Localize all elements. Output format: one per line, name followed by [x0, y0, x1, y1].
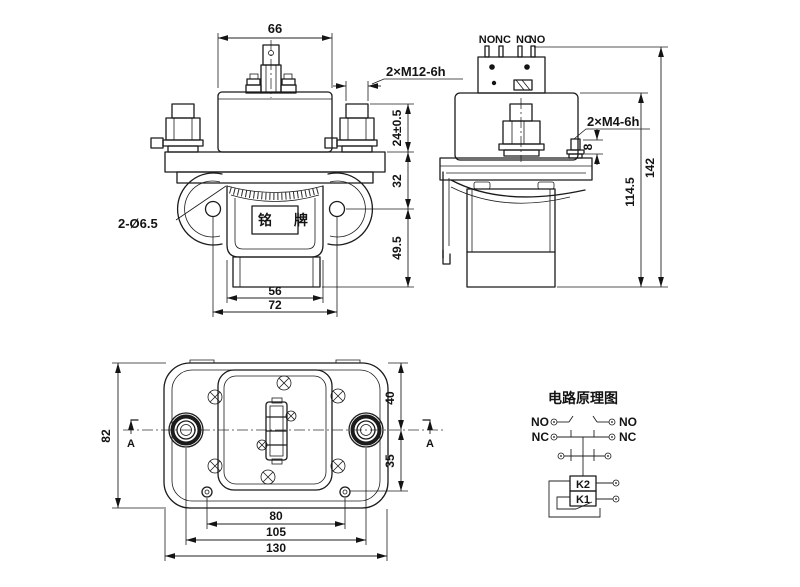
side-lower-body — [466, 188, 556, 288]
bottom-view: A A 82 40 35 80 105 130 — [99, 359, 443, 561]
blade-hole — [268, 50, 274, 56]
circuit-label-no-right: NO — [619, 415, 637, 429]
dim-82: 82 — [99, 429, 113, 443]
circuit-title: 电路原理图 — [548, 390, 618, 406]
coil-wiring — [548, 480, 613, 518]
mounting-hole-right — [328, 200, 346, 218]
section-marker-right: A — [422, 419, 434, 450]
mounting-flange — [164, 151, 386, 173]
left-power-stud — [150, 103, 204, 153]
dim-40: 40 — [383, 391, 397, 405]
side-bracket — [442, 171, 586, 265]
pin-label-no-1: NO — [479, 34, 496, 46]
front-view: 铭 牌 66 2×M12-6h 24±0.5 32 49.5 2-Ø6.5 — [118, 21, 463, 317]
dim-105: 105 — [266, 525, 286, 539]
callout-m4: 2×M4-6h — [587, 114, 639, 129]
side-body — [454, 92, 579, 161]
section-label-a-left: A — [127, 438, 135, 450]
dim-35: 35 — [383, 454, 397, 468]
dim-32: 32 — [390, 174, 404, 188]
pin-label-no-2: NO — [529, 34, 546, 46]
coil-k1-label: K1 — [576, 494, 590, 506]
circuit-label-no-left: NO — [531, 415, 549, 429]
nameplate-frame — [251, 205, 299, 235]
callout-hole: 2-Ø6.5 — [118, 216, 158, 231]
phillips-screws — [207, 375, 346, 485]
circuit-label-nc-left: NC — [532, 430, 550, 444]
dim-66: 66 — [268, 21, 282, 36]
main-body — [217, 91, 333, 153]
terminal-stem — [260, 64, 282, 94]
side-flange — [439, 157, 593, 181]
bottom-outline — [163, 362, 389, 509]
circuit-wiring — [557, 415, 609, 476]
dim-8: 8 — [581, 143, 595, 150]
section-label-a-right: A — [426, 438, 434, 450]
pin-hole-right — [339, 486, 351, 498]
coil-k2-label: K2 — [576, 479, 590, 491]
dim-49-5: 49.5 — [390, 236, 404, 260]
pin-label-nc-1: NC — [495, 34, 511, 46]
aux-terminal-block — [477, 56, 546, 94]
dim-80: 80 — [269, 509, 283, 523]
dim-24: 24±0.5 — [390, 109, 404, 146]
connector-strip — [265, 397, 288, 465]
left-ear — [177, 172, 223, 246]
dim-72: 72 — [268, 298, 282, 312]
circuit-schematic: 电路原理图 NO NC NO NC K2 — [531, 390, 637, 518]
nameplate-label: 铭 牌 — [258, 212, 317, 228]
dim-114-5: 114.5 — [623, 177, 637, 207]
section-marker-left: A — [127, 419, 139, 450]
side-view: NO NC NC NO — [439, 34, 668, 288]
dim-142: 142 — [643, 158, 657, 178]
dim-56: 56 — [268, 284, 282, 298]
serration-band — [229, 186, 321, 200]
right-power-stud — [324, 103, 378, 153]
circuit-label-nc-right: NC — [619, 430, 637, 444]
pin-hole-left — [201, 486, 213, 498]
callout-m12: 2×M12-6h — [386, 64, 446, 79]
boss-right — [348, 412, 384, 448]
mounting-hole-left — [204, 200, 222, 218]
boss-left — [168, 412, 204, 448]
dim-130: 130 — [266, 541, 286, 555]
lower-block — [232, 256, 321, 288]
pin-label-nc-2: NC — [516, 34, 532, 46]
